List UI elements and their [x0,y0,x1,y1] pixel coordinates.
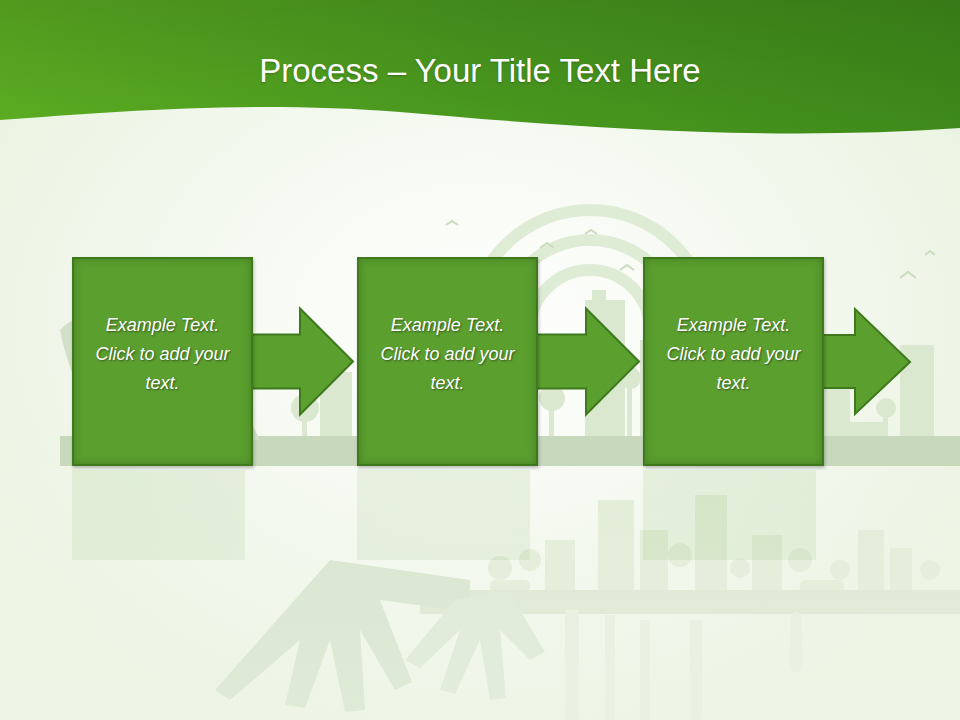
block-arrow [534,309,639,415]
slide-title: Process – Your Title Text Here [0,52,960,90]
process-box: Example Text. Click to add your text. [72,257,253,466]
title-text: Process – Your Title Text Here [259,52,700,89]
process-box: Example Text. Click to add your text. [357,257,538,466]
box-text: Example Text. Click to add your text. [359,311,536,412]
box-text: Example Text. Click to add your text. [74,311,251,412]
box-text: Example Text. Click to add your text. [645,311,822,412]
block-arrow [249,309,353,415]
process-box: Example Text. Click to add your text. [643,257,824,466]
